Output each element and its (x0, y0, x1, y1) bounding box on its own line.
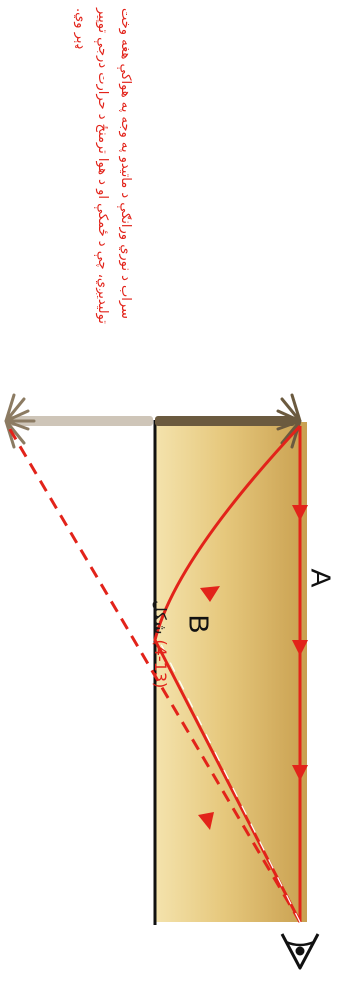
eye-icon (282, 934, 318, 968)
point-a-label: A (304, 569, 336, 588)
point-b-label: B (182, 615, 214, 634)
palm-tree-reflection-icon (6, 395, 153, 447)
sand-region (155, 422, 307, 922)
